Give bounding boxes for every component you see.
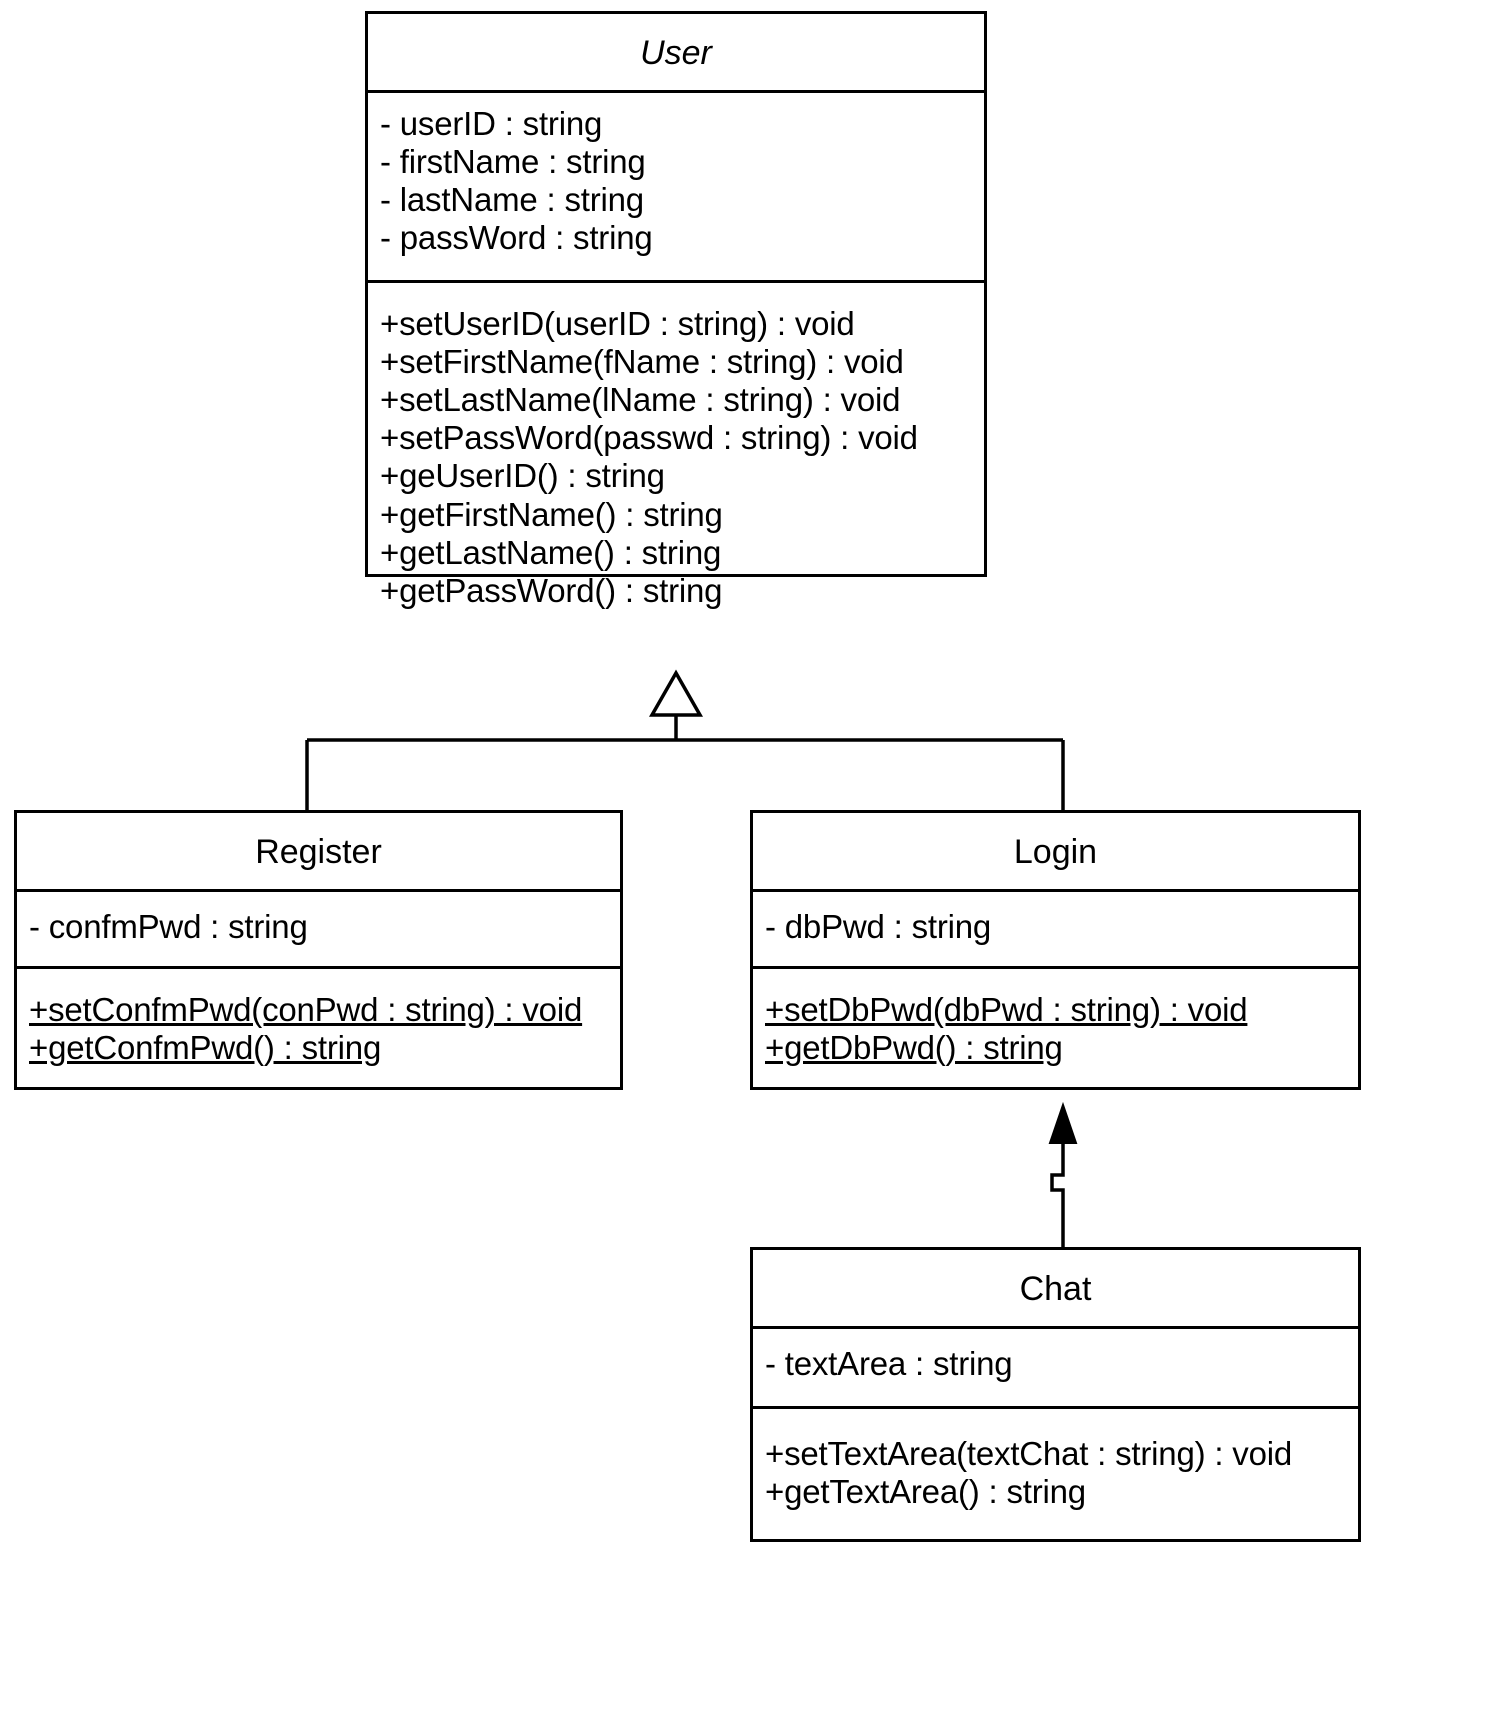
- attribute-row: - lastName : string: [380, 181, 644, 219]
- operation-row: +setTextArea(textChat : string) : void: [765, 1435, 1293, 1472]
- class-box-user[interactable]: User - userID : string - firstName : str…: [365, 11, 987, 609]
- operation-row: +getConfmPwd() : string: [29, 1029, 382, 1067]
- operation-row: +getTextArea() : string: [765, 1473, 1086, 1511]
- attributes-compartment-user: - userID : string - firstName : string -…: [368, 93, 984, 283]
- operations-compartment-user: +setUserID(userID : string) : void +setF…: [368, 283, 984, 609]
- operations-compartment-chat: +setTextArea(textChat : string) : void +…: [753, 1409, 1358, 1539]
- operation-row: +geUserID() : string: [380, 457, 665, 495]
- attribute-row: - userID : string: [380, 105, 603, 142]
- association-chat-to-login: [1048, 1101, 1078, 1248]
- attribute-row: - firstName : string: [380, 143, 646, 181]
- association-line: [1050, 1143, 1065, 1248]
- operation-row: +setPassWord(passwd : string) : void: [380, 419, 918, 457]
- class-box-login[interactable]: Login - dbPwd : string +setDbPwd(dbPwd :…: [750, 810, 1361, 1090]
- operation-row: +getDbPwd() : string: [765, 1029, 1063, 1067]
- hollow-triangle-arrowhead: [648, 669, 704, 717]
- attributes-compartment-login: - dbPwd : string: [753, 892, 1358, 969]
- attribute-row: - passWord : string: [380, 219, 653, 257]
- attribute-row: - dbPwd : string: [765, 908, 992, 945]
- operations-compartment-register: +setConfmPwd(conPwd : string) : void +ge…: [17, 969, 620, 1087]
- operations-compartment-login: +setDbPwd(dbPwd : string) : void +getDbP…: [753, 969, 1358, 1087]
- class-title-user: User: [368, 14, 984, 93]
- class-title-login: Login: [753, 813, 1358, 892]
- attributes-compartment-register: - confmPwd : string: [17, 892, 620, 969]
- solid-arrowhead: [1048, 1101, 1078, 1144]
- class-box-chat[interactable]: Chat - textArea : string +setTextArea(te…: [750, 1247, 1361, 1542]
- operation-row: +setDbPwd(dbPwd : string) : void: [765, 991, 1248, 1028]
- attribute-row: - textArea : string: [765, 1345, 1013, 1382]
- class-title-chat: Chat: [753, 1250, 1358, 1329]
- operation-row: +getLastName() : string: [380, 533, 722, 571]
- operation-row: +setUserID(userID : string) : void: [380, 305, 855, 342]
- operation-row: +getFirstName() : string: [380, 495, 723, 533]
- operation-row: +setConfmPwd(conPwd : string) : void: [29, 991, 583, 1028]
- operation-row: +setFirstName(fName : string) : void: [380, 343, 904, 381]
- operation-row: +setLastName(lName : string) : void: [380, 381, 901, 419]
- attributes-compartment-chat: - textArea : string: [753, 1329, 1358, 1409]
- attribute-row: - confmPwd : string: [29, 908, 308, 945]
- class-title-register: Register: [17, 813, 620, 892]
- class-box-register[interactable]: Register - confmPwd : string +setConfmPw…: [14, 810, 623, 1090]
- generalization-to-user: [305, 669, 1065, 811]
- operation-row: +getPassWord() : string: [380, 571, 723, 609]
